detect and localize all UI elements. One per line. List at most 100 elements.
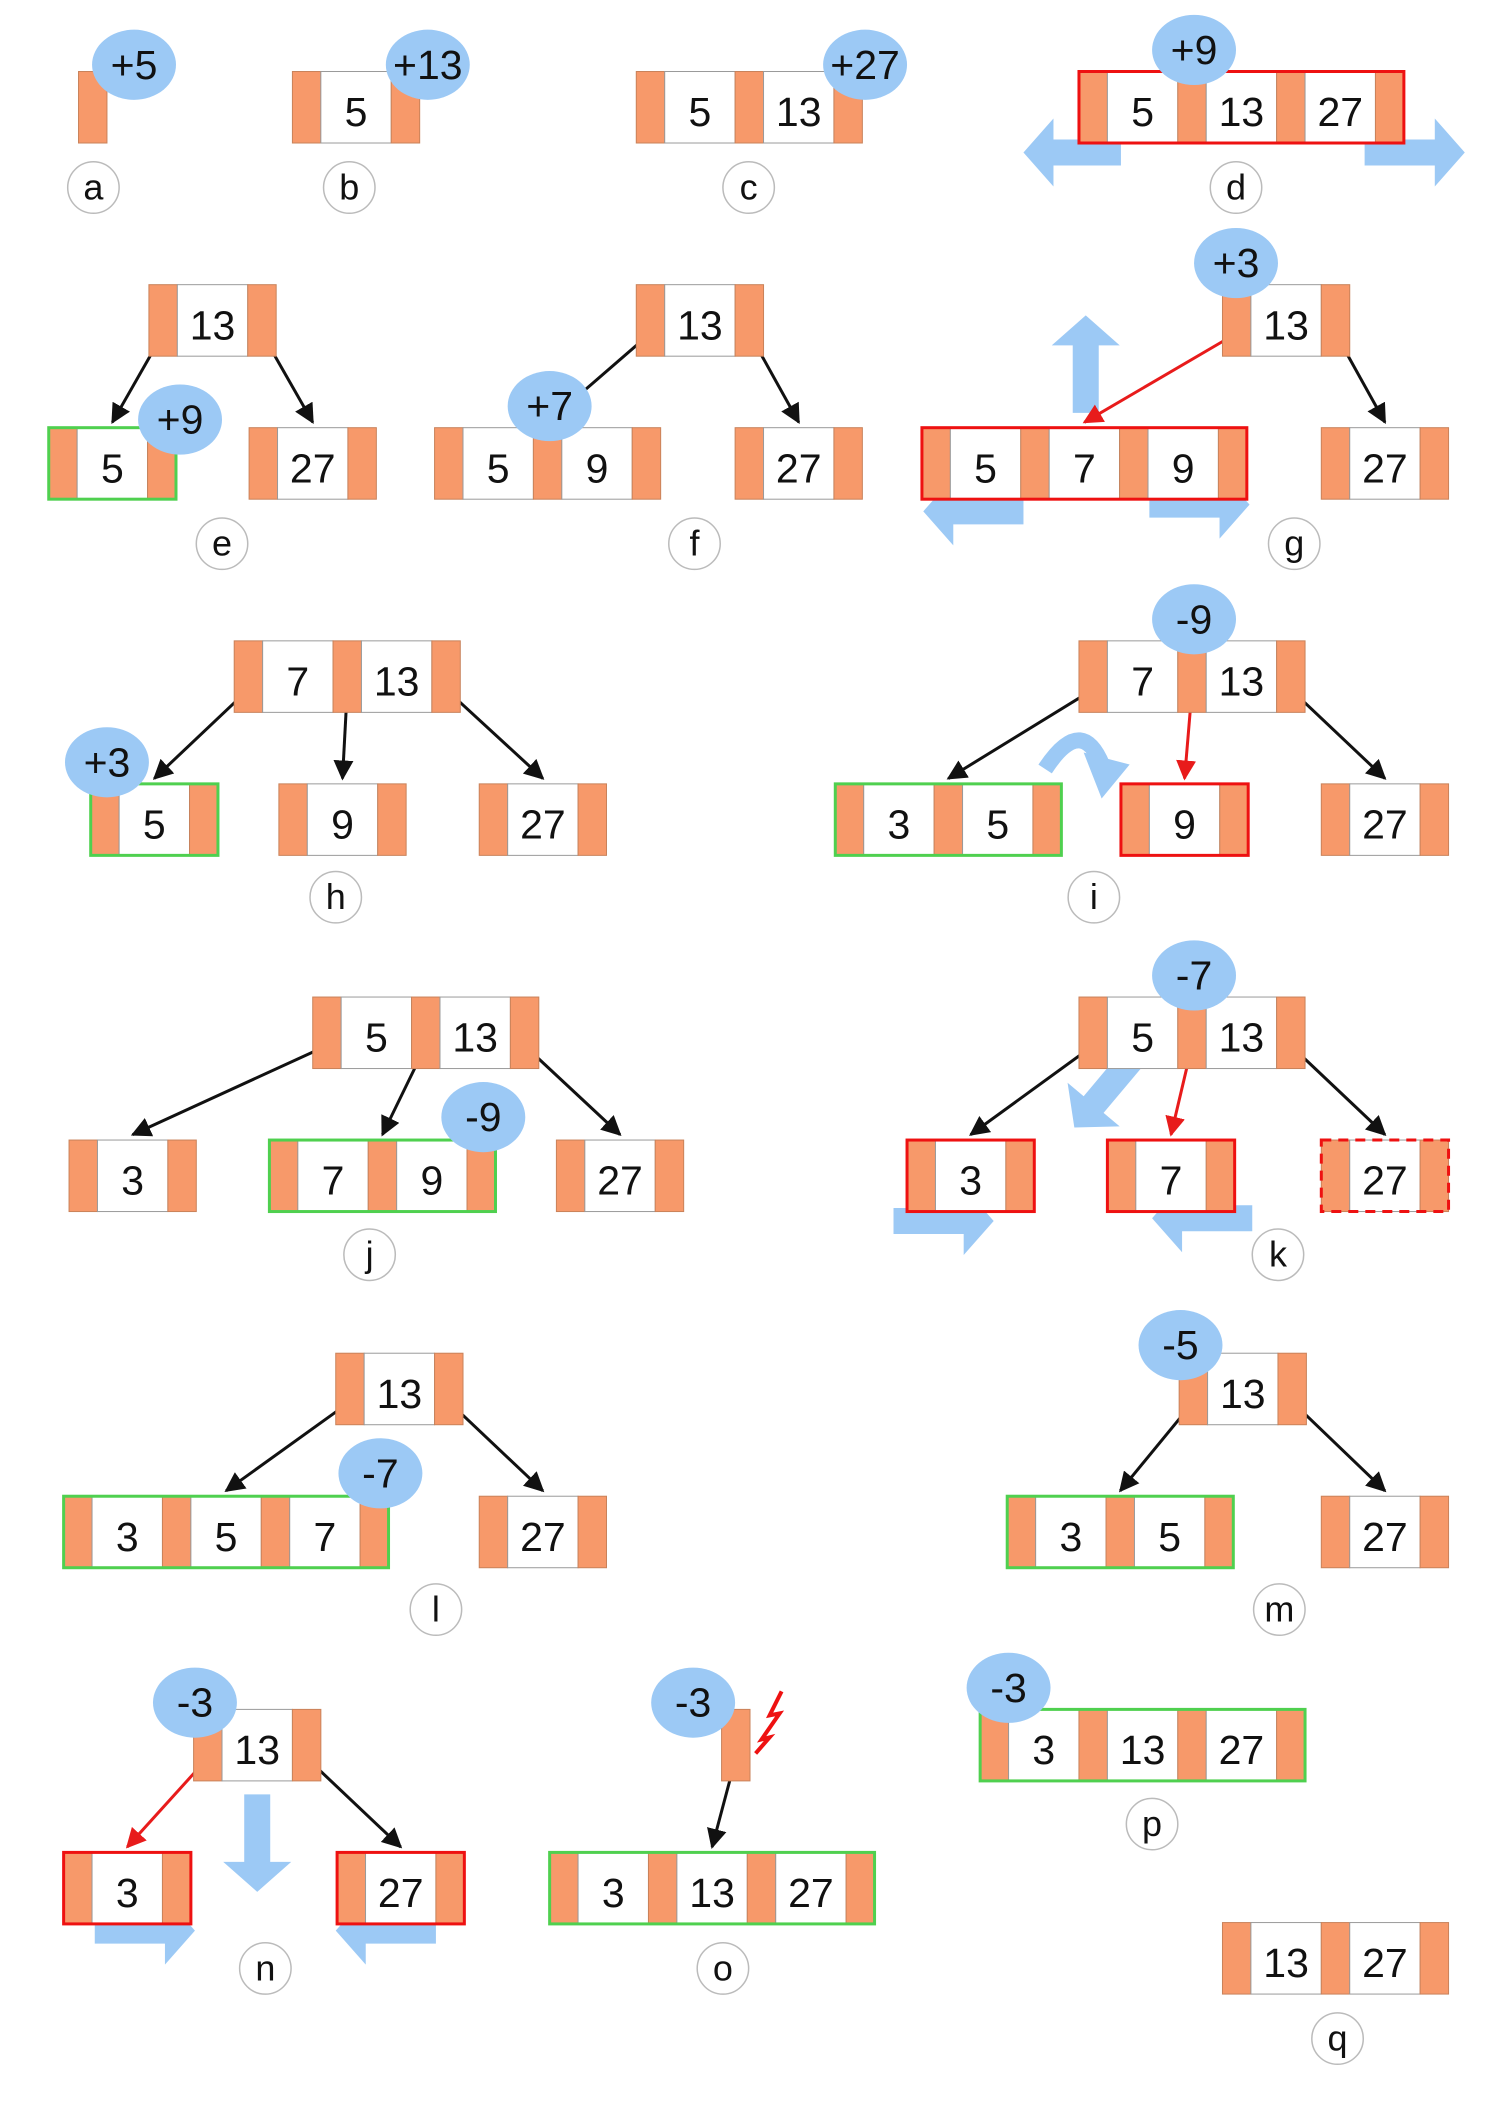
panel-label-circle (309, 870, 363, 924)
key-value: 5 (1158, 1514, 1181, 1560)
key-cell (1250, 1922, 1322, 1995)
panel-label-circle (343, 1228, 397, 1282)
pointer-cell (833, 427, 863, 500)
pointer-cell (260, 1495, 291, 1569)
panel-label-circle (322, 161, 376, 215)
key-value: 3 (959, 1158, 982, 1204)
pointer-cell (1320, 427, 1351, 500)
move-arrow (223, 1794, 292, 1892)
pointer-cell (1276, 640, 1306, 713)
key-value: 13 (1219, 658, 1265, 704)
key-cell (1349, 1139, 1421, 1213)
pointer-cell (1217, 427, 1248, 500)
operation-badge-text: +5 (111, 42, 158, 88)
key-cell (1349, 783, 1421, 856)
pointer-cell (1020, 427, 1050, 500)
child-edge (224, 1400, 351, 1493)
key-cell (1349, 1922, 1421, 1995)
move-arrow (1051, 315, 1120, 413)
operation-badge (1194, 228, 1278, 299)
key-value: 27 (1362, 1940, 1408, 1986)
pointer-cell (1032, 783, 1062, 856)
operation-badge (651, 1667, 736, 1738)
operation-badge-text: -3 (177, 1680, 213, 1726)
key-cell (297, 1139, 369, 1213)
panel-label-circle (1251, 1228, 1305, 1282)
btree-node: 27 (335, 1850, 466, 1926)
btree-node: 13 (148, 284, 277, 357)
operation-badge-text: +27 (830, 42, 900, 88)
pointer-cell (1078, 996, 1108, 1070)
panel-label-circle (66, 161, 120, 215)
pointer-cell (906, 1139, 936, 1213)
key-cell (320, 71, 392, 144)
key-value: 13 (1220, 1371, 1266, 1417)
key-cell (91, 1851, 163, 1925)
key-cell (577, 1851, 649, 1925)
key-value: 5 (974, 445, 997, 491)
panel-label: l (432, 1589, 440, 1630)
key-value: 3 (602, 1870, 625, 1916)
btree-node: 13 27 (1221, 1922, 1450, 1995)
panel-label: h (326, 876, 346, 917)
key-value: 27 (776, 445, 822, 491)
operation-badge-text: -7 (1176, 952, 1212, 998)
operation-badge-text: -3 (990, 1665, 1026, 1711)
panel-label-circle (1252, 1583, 1306, 1637)
pointer-cell (555, 1139, 586, 1213)
node-highlight-red (62, 1850, 193, 1926)
node-highlight-green (548, 1850, 877, 1926)
key-cell (1035, 1495, 1107, 1569)
pointer-cell (1419, 427, 1450, 500)
key-value: 5 (689, 89, 712, 135)
node-highlight-green (89, 782, 220, 857)
key-cell (1106, 640, 1179, 713)
move-arrow-head (1083, 752, 1130, 799)
node-highlight-red (1119, 782, 1250, 857)
key-value: 13 (1263, 1940, 1309, 1986)
panel-label: g (1284, 523, 1304, 564)
pointer-cell (268, 1139, 299, 1213)
pointer-cell (746, 1851, 777, 1925)
child-edge (130, 1044, 328, 1137)
node-highlight-red (920, 426, 1249, 501)
pointer-cell (1106, 1139, 1137, 1213)
pointer-cell (1105, 1495, 1135, 1569)
key-cell (962, 783, 1034, 856)
pointer-cell (1277, 1352, 1307, 1426)
key-value: 27 (1362, 802, 1408, 848)
pointer-cell (291, 1708, 322, 1782)
node-highlight-green (978, 1707, 1307, 1783)
pointer-cell (1320, 284, 1351, 357)
pointer-cell (411, 996, 441, 1070)
pointer-cell (1320, 1495, 1351, 1569)
panel-label: d (1226, 167, 1246, 208)
btree-node: 27 (478, 1495, 607, 1569)
pointer-cell (335, 1352, 365, 1426)
pointer-cell (1320, 1922, 1351, 1995)
pointer-cell (1419, 1922, 1450, 1995)
operation-badge-text: +9 (157, 397, 204, 443)
key-cell (1304, 71, 1376, 144)
pointer-cell (734, 71, 765, 144)
key-value: 9 (1172, 445, 1195, 491)
key-value: 13 (677, 302, 723, 348)
key-value: 13 (452, 1015, 498, 1061)
pointer-cell (434, 1352, 464, 1426)
operation-badge (1138, 1310, 1223, 1381)
btree-node: 27 (1320, 1495, 1450, 1569)
pointer-cell (1320, 783, 1351, 856)
pointer-cell (647, 1851, 678, 1925)
operation-badge-text: -7 (362, 1450, 398, 1496)
pointer-cell (1204, 1495, 1234, 1569)
panel-label: p (1142, 1803, 1162, 1844)
operation-badge (1152, 14, 1237, 85)
pointer-cell (377, 783, 407, 856)
operation-badge-text: -5 (1162, 1322, 1198, 1368)
pointer-cell (1221, 1922, 1252, 1995)
